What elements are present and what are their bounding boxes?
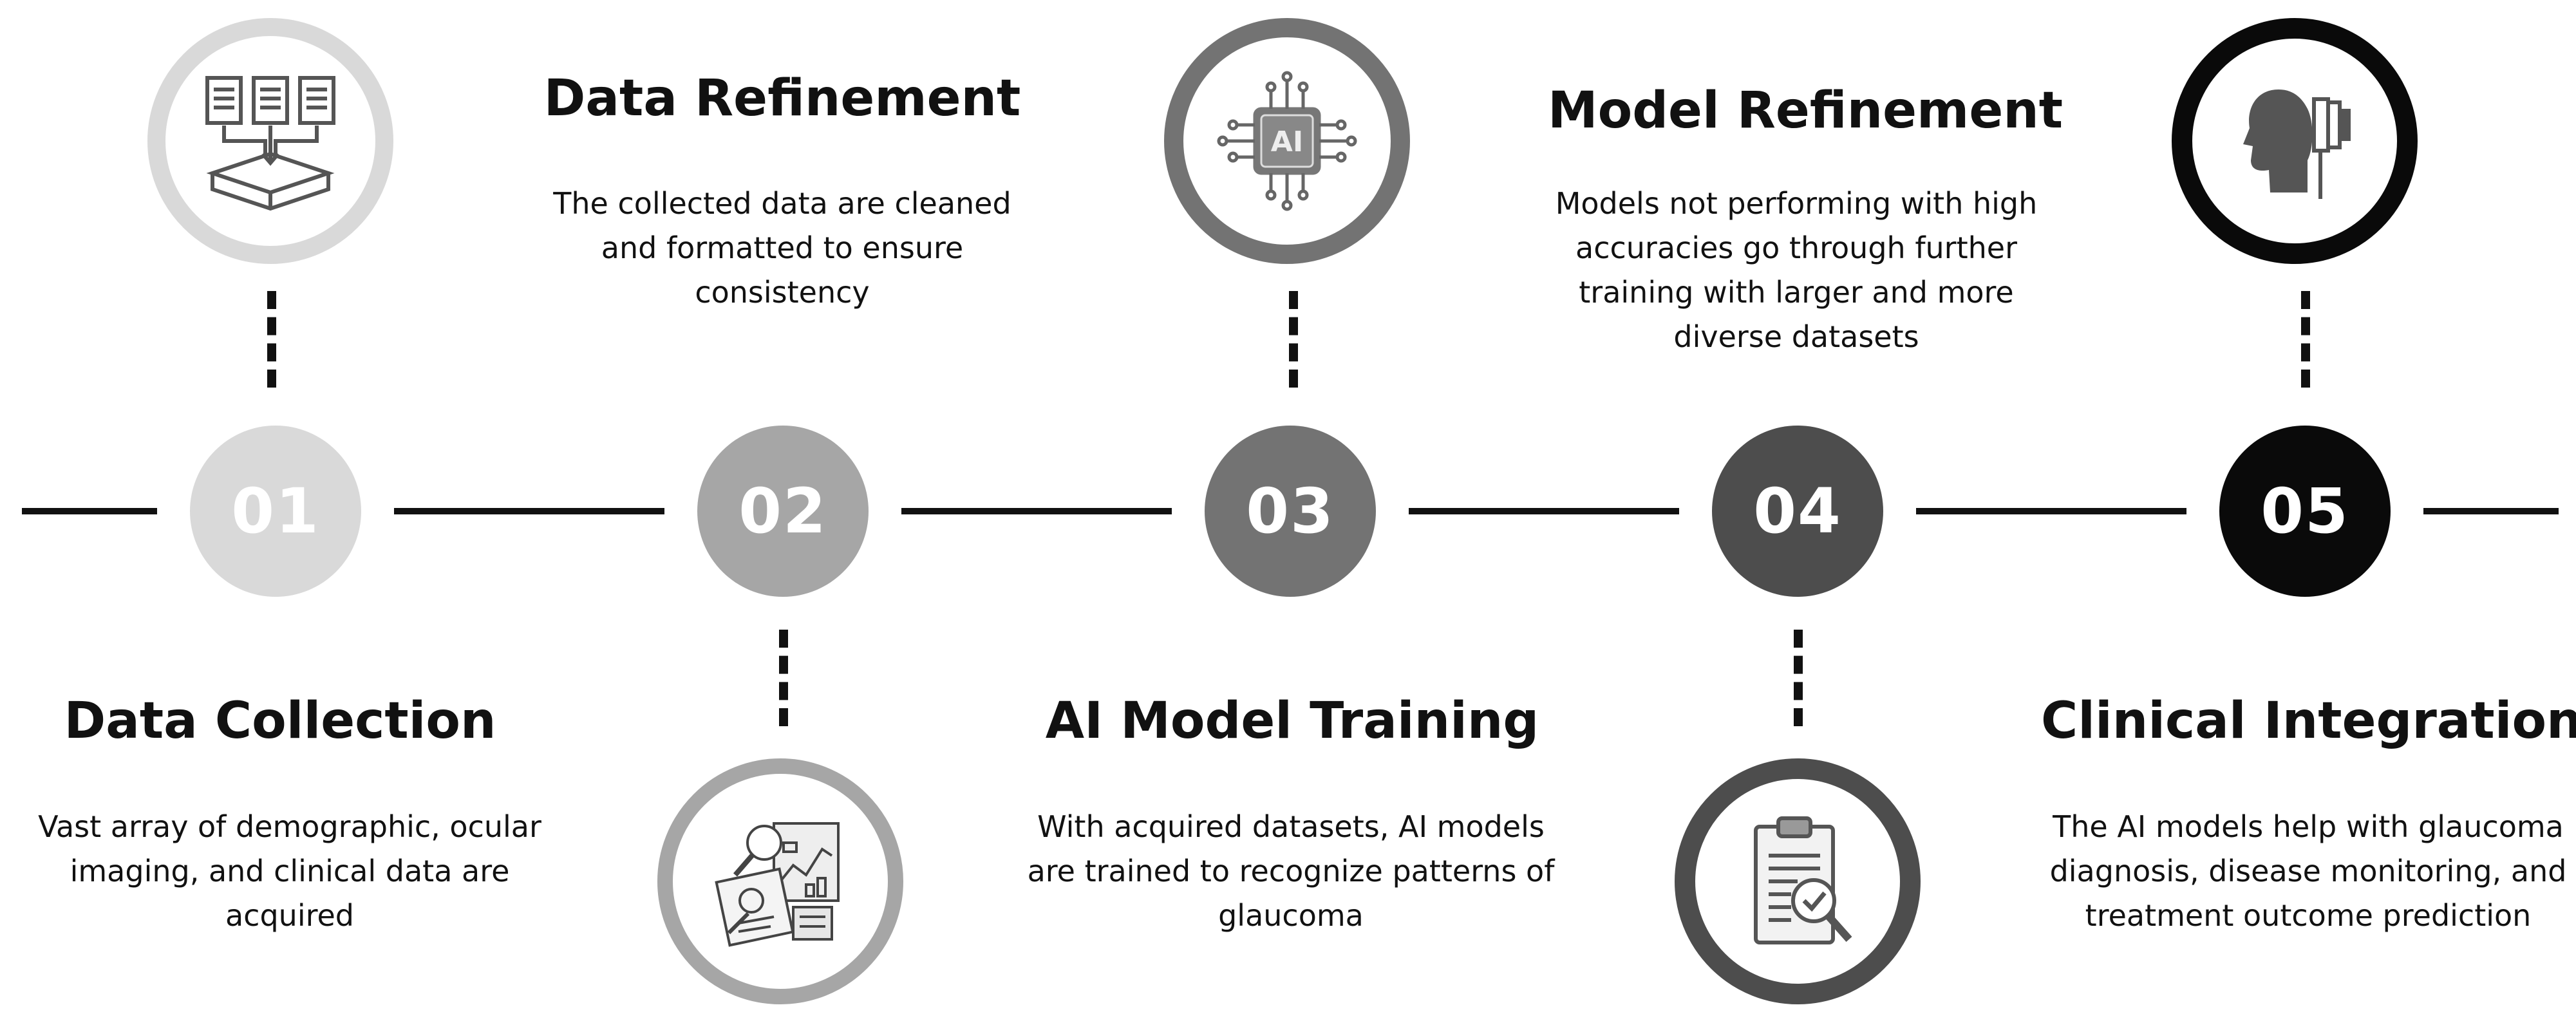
step-number-02: 02 [697, 426, 869, 597]
timeline-segment [22, 508, 157, 514]
step-description-02: The collected data are cleaned and forma… [553, 186, 1011, 310]
step-icon-ring-05 [2172, 18, 2418, 264]
timeline-segment [1409, 508, 1679, 514]
step-title-05: Clinical Integration [2041, 692, 2576, 750]
eye-exam-icon [2243, 89, 2351, 199]
documents-to-box-icon [205, 76, 335, 211]
step-number-05: 05 [2219, 426, 2391, 597]
step-description-04: Models not performing with high accuraci… [1555, 186, 2038, 354]
step-number-03: 03 [1205, 426, 1376, 597]
timeline-segment [901, 508, 1172, 514]
step-number-04: 04 [1712, 426, 1883, 597]
step-icon-ring-02 [657, 758, 903, 1004]
step-icon-ring-03: AI [1164, 18, 1410, 264]
step-description-01: Vast array of demographic, ocular imagin… [38, 809, 541, 933]
timeline-segment [2423, 508, 2559, 514]
step-icon-ring-04 [1675, 758, 1921, 1004]
step-icon-ring-01 [147, 18, 393, 264]
connector-dashes [779, 630, 797, 726]
step-title-02: Data Refinement [543, 70, 1021, 127]
connector-dashes [1289, 291, 1307, 388]
step-description-05: The AI models help with glaucoma diagnos… [2049, 809, 2567, 933]
step-number-01: 01 [190, 426, 361, 597]
timeline-segment [394, 508, 664, 514]
timeline-segment [1916, 508, 2186, 514]
step-title-01: Data Collection [64, 692, 496, 750]
step-title-04: Model Refinement [1548, 82, 2064, 140]
ai-chip-label: AI [1271, 126, 1303, 158]
connector-dashes [2301, 291, 2319, 388]
step-description-03: With acquired datasets, AI models are tr… [1027, 809, 1555, 933]
ai-chip-icon: AI [1217, 71, 1357, 211]
data-analysis-icon [715, 822, 840, 947]
step-title-03: AI Model Training [1045, 692, 1539, 750]
clipboard-check-icon [1754, 816, 1852, 944]
connector-dashes [267, 291, 285, 388]
connector-dashes [1794, 630, 1812, 726]
